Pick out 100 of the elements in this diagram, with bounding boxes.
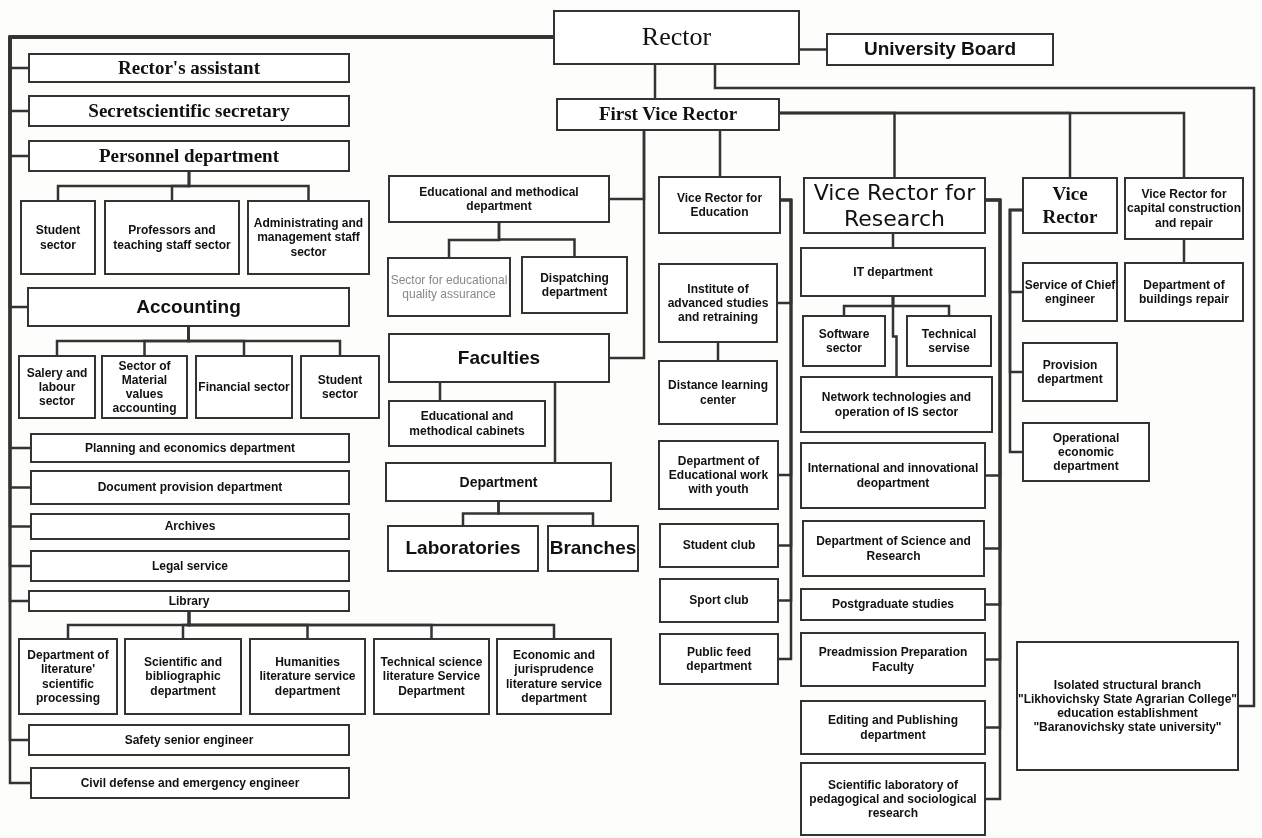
unit-name: Laboratories [405, 537, 521, 560]
unit-name: Branches [549, 537, 637, 560]
org-unit-box [802, 520, 985, 577]
unit-name: IT department [853, 264, 933, 280]
connector-line [718, 131, 722, 176]
unit-name: Editing and Publishing department [827, 713, 959, 742]
org-unit-box [1022, 177, 1118, 234]
org-unit-box [800, 247, 986, 297]
unit-name: Accounting [136, 295, 241, 319]
unit-name: Legal service [151, 558, 229, 574]
unit-name: Operational economic department [1051, 430, 1121, 474]
org-unit-box [388, 333, 610, 383]
org-unit-box [30, 767, 350, 799]
unit-name: Vice Rector [1041, 183, 1099, 228]
org-unit-box [556, 98, 780, 131]
unit-name: Department of Educational work with youth [667, 453, 770, 497]
org-unit-box [101, 355, 188, 419]
org-unit-box [28, 140, 350, 172]
unit-name: Postgraduate studies [832, 597, 954, 612]
unit-name: Scientific and bibliographic department [143, 655, 223, 698]
unit-name: Educational and methodical department [418, 184, 580, 214]
org-unit-box [553, 10, 800, 65]
unit-name: Provision department [1036, 357, 1104, 387]
org-unit-box [659, 633, 779, 685]
unit-name: Distance learning center [667, 378, 769, 407]
org-unit-box [1022, 262, 1118, 322]
connector-line [891, 297, 898, 376]
org-unit-box [800, 632, 986, 687]
unit-name: Institute of advanced studies and retraining [666, 281, 770, 325]
org-unit-box [27, 287, 350, 327]
connector-line [497, 502, 595, 525]
unit-name: Service of Chief engineer [1024, 277, 1116, 307]
org-unit-box [385, 462, 612, 502]
unit-name: Document provision department [97, 480, 283, 495]
connector-line [653, 65, 657, 98]
org-unit-box [373, 638, 490, 715]
org-unit-box [387, 257, 511, 317]
unit-name: Vice Rector for Education [675, 190, 764, 220]
unit-name: Dispatching department [539, 270, 610, 300]
unit-name: Public feed department [685, 644, 753, 674]
connector-line [187, 172, 310, 200]
unit-name: Civil defense and emergency engineer [80, 775, 300, 791]
org-unit-box [28, 95, 350, 127]
unit-name: Rector's assistant [118, 56, 260, 80]
unit-name: Network technologies and operation of IS sector [820, 390, 973, 419]
unit-name: Vice Rector for Research [812, 179, 977, 232]
org-unit-box [1022, 422, 1150, 482]
unit-name: Secretscientific secretary [88, 99, 290, 123]
org-unit-box [30, 550, 350, 582]
unit-name: Student sector [316, 372, 364, 402]
org-unit-box [30, 433, 350, 463]
org-unit-box [388, 175, 610, 223]
unit-name: Humanities literature service department [258, 655, 357, 698]
connector-line [800, 48, 826, 51]
org-unit-box [800, 762, 986, 836]
unit-name: Financial sector [198, 379, 290, 395]
unit-name: Administrating and management staff sector [252, 216, 365, 259]
org-unit-box [30, 470, 350, 505]
unit-name: Technical servise [920, 326, 978, 356]
unit-name: Personnel department [99, 144, 279, 168]
unit-name: Archives [164, 519, 216, 534]
connector-line [553, 383, 557, 462]
org-unit-box [28, 53, 350, 83]
org-unit-box [906, 315, 992, 367]
unit-name: Rector [641, 22, 712, 53]
org-unit-box [1016, 641, 1239, 771]
unit-name: International and innovational deopartment [806, 461, 980, 490]
org-unit-box [28, 590, 350, 612]
unit-name: Scientific laboratory of pedagogical and sociological research [808, 777, 978, 821]
unit-name: Sector of Material values accounting [111, 358, 178, 416]
unit-name: Department of literature' scientific processing [26, 648, 110, 705]
connector-line [780, 111, 1186, 177]
org-unit-box [658, 263, 778, 343]
org-unit-box [300, 355, 380, 419]
org-unit-box [124, 638, 242, 715]
org-unit-box [800, 442, 986, 509]
org-unit-box [247, 200, 370, 275]
org-unit-box [521, 256, 628, 314]
unit-name: Vice Rector for capital construction and repair [1126, 187, 1242, 230]
connector-line [1182, 240, 1186, 262]
connector-line [713, 65, 1256, 708]
org-unit-box [800, 376, 993, 433]
unit-name: Isolated structural branch "Likhovichsky State Agrarian College" education establishment "Baranovichsky state university" [1018, 677, 1237, 735]
org-unit-box [1124, 262, 1244, 322]
unit-name: Safety senior engineer [124, 732, 254, 748]
unit-name: Department of buildings repair [1138, 277, 1230, 307]
org-unit-box [195, 355, 293, 419]
unit-name: Salery and labour sector [25, 365, 89, 409]
unit-name: Department of Science and Research [815, 534, 972, 563]
org-unit-box [1022, 342, 1118, 402]
org-unit-box [28, 724, 350, 756]
org-unit-box [659, 523, 779, 568]
org-unit-box [18, 638, 118, 715]
unit-name: Technical science literature Service Department [379, 655, 484, 698]
org-unit-box [104, 200, 240, 275]
unit-name: Professors and teaching staff sector [112, 223, 232, 252]
org-unit-box [803, 177, 986, 234]
org-unit-box [826, 33, 1054, 66]
org-unit-box [658, 176, 781, 234]
org-unit-box [1124, 177, 1244, 240]
